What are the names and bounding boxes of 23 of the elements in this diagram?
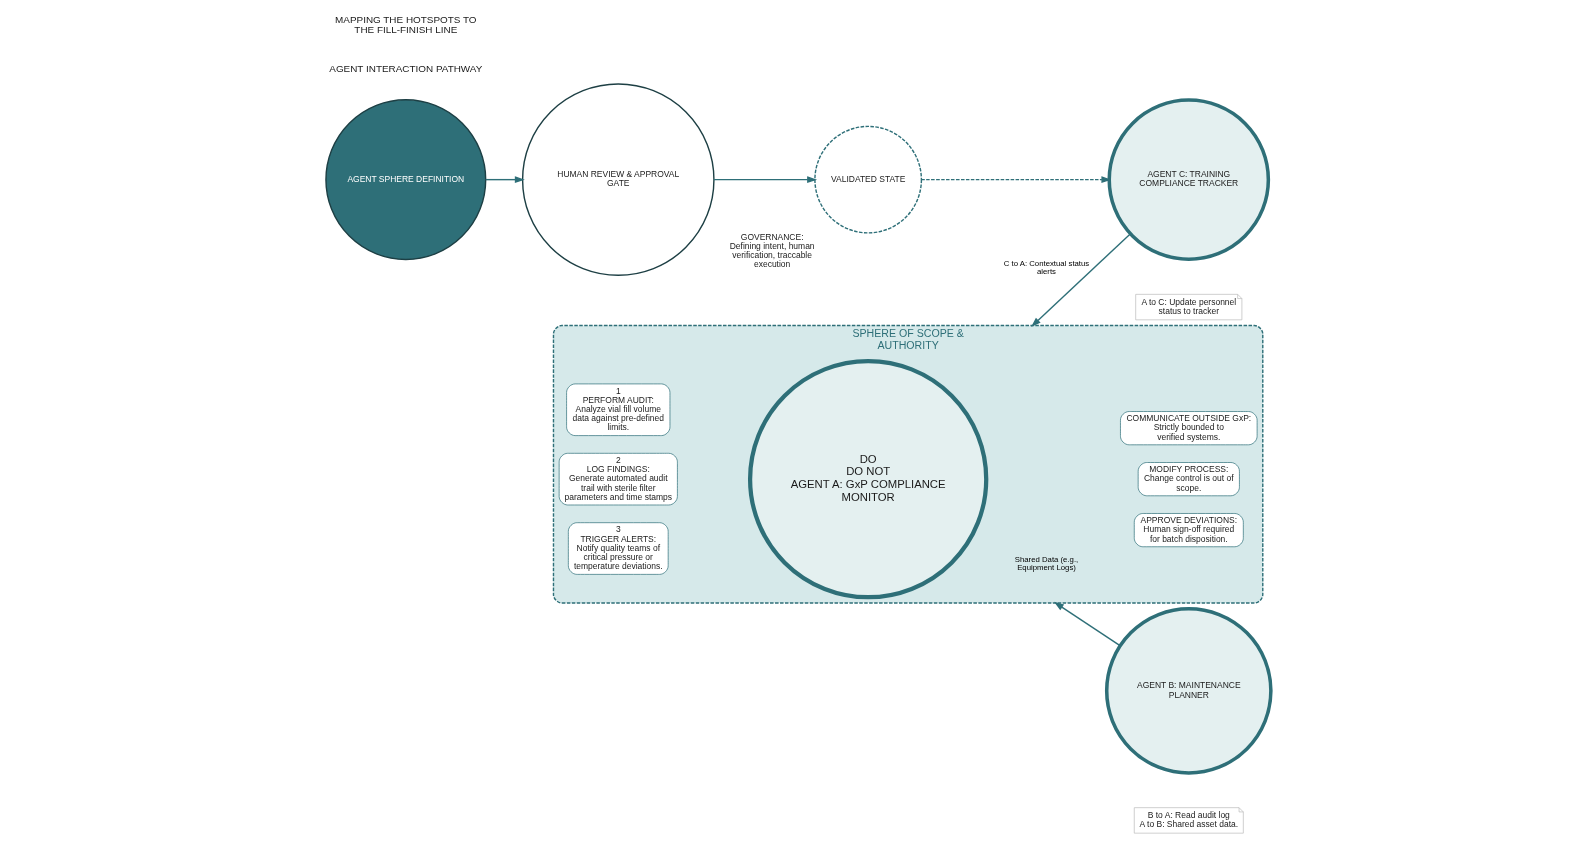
node-circle: AGENT B: MAINTENANCE PLANNER: [1104, 606, 1273, 775]
node-box: 3 TRIGGER ALERTS: Notify quality teams of critical pressure or temperature deviations.: [567, 521, 669, 575]
node-circle: HUMAN REVIEW & APPROVAL GATE: [521, 82, 715, 276]
arrow: [920, 175, 1111, 183]
edge-label: C to A: Contextual status alerts: [1003, 258, 1089, 276]
node-label: Defining intent, human verification, traccable execution: [729, 240, 815, 269]
arrow: [484, 175, 525, 183]
node-circle: AGENT SPHERE DEFINITION: [324, 98, 486, 260]
arrow: [712, 175, 817, 183]
node-circle: DO DO NOT AGENT A: GxP COMPLIANCE MONITOR: [747, 358, 988, 599]
node-box: 2 LOG FINDINGS: Generate automated audit trail with sterile filter parameters and time stamps: [558, 452, 678, 505]
arrow: [1053, 601, 1121, 646]
edge-label: Shared Data (e.g., Equipment Logs): [1014, 554, 1078, 572]
arrow: [1030, 232, 1131, 327]
node-box: COMMUNICATE OUTSIDE GxP: Strictly bounded to verified systems.: [1119, 410, 1257, 445]
label: MAPPING THE HOTSPOTS TO THE FILL-FINISH LINE: [334, 13, 477, 35]
node-box: APPROVE DEVIATIONS: Human sign-off required for batch disposition.: [1133, 512, 1244, 547]
node-circle: AGENT C: TRAINING COMPLIANCE TRACKER: [1106, 97, 1270, 261]
node-box: 1 PERFORM AUDIT: Analyze vial fill volume data against pre-defined limits.: [565, 383, 670, 436]
label: AGENT INTERACTION PATHWAY: [328, 62, 482, 74]
node-box: MODIFY PROCESS: Change control is out of scope.: [1137, 461, 1240, 496]
node-label: GOVERNANCE:: [740, 231, 803, 242]
node-circle: VALIDATED STATE: [813, 125, 922, 234]
